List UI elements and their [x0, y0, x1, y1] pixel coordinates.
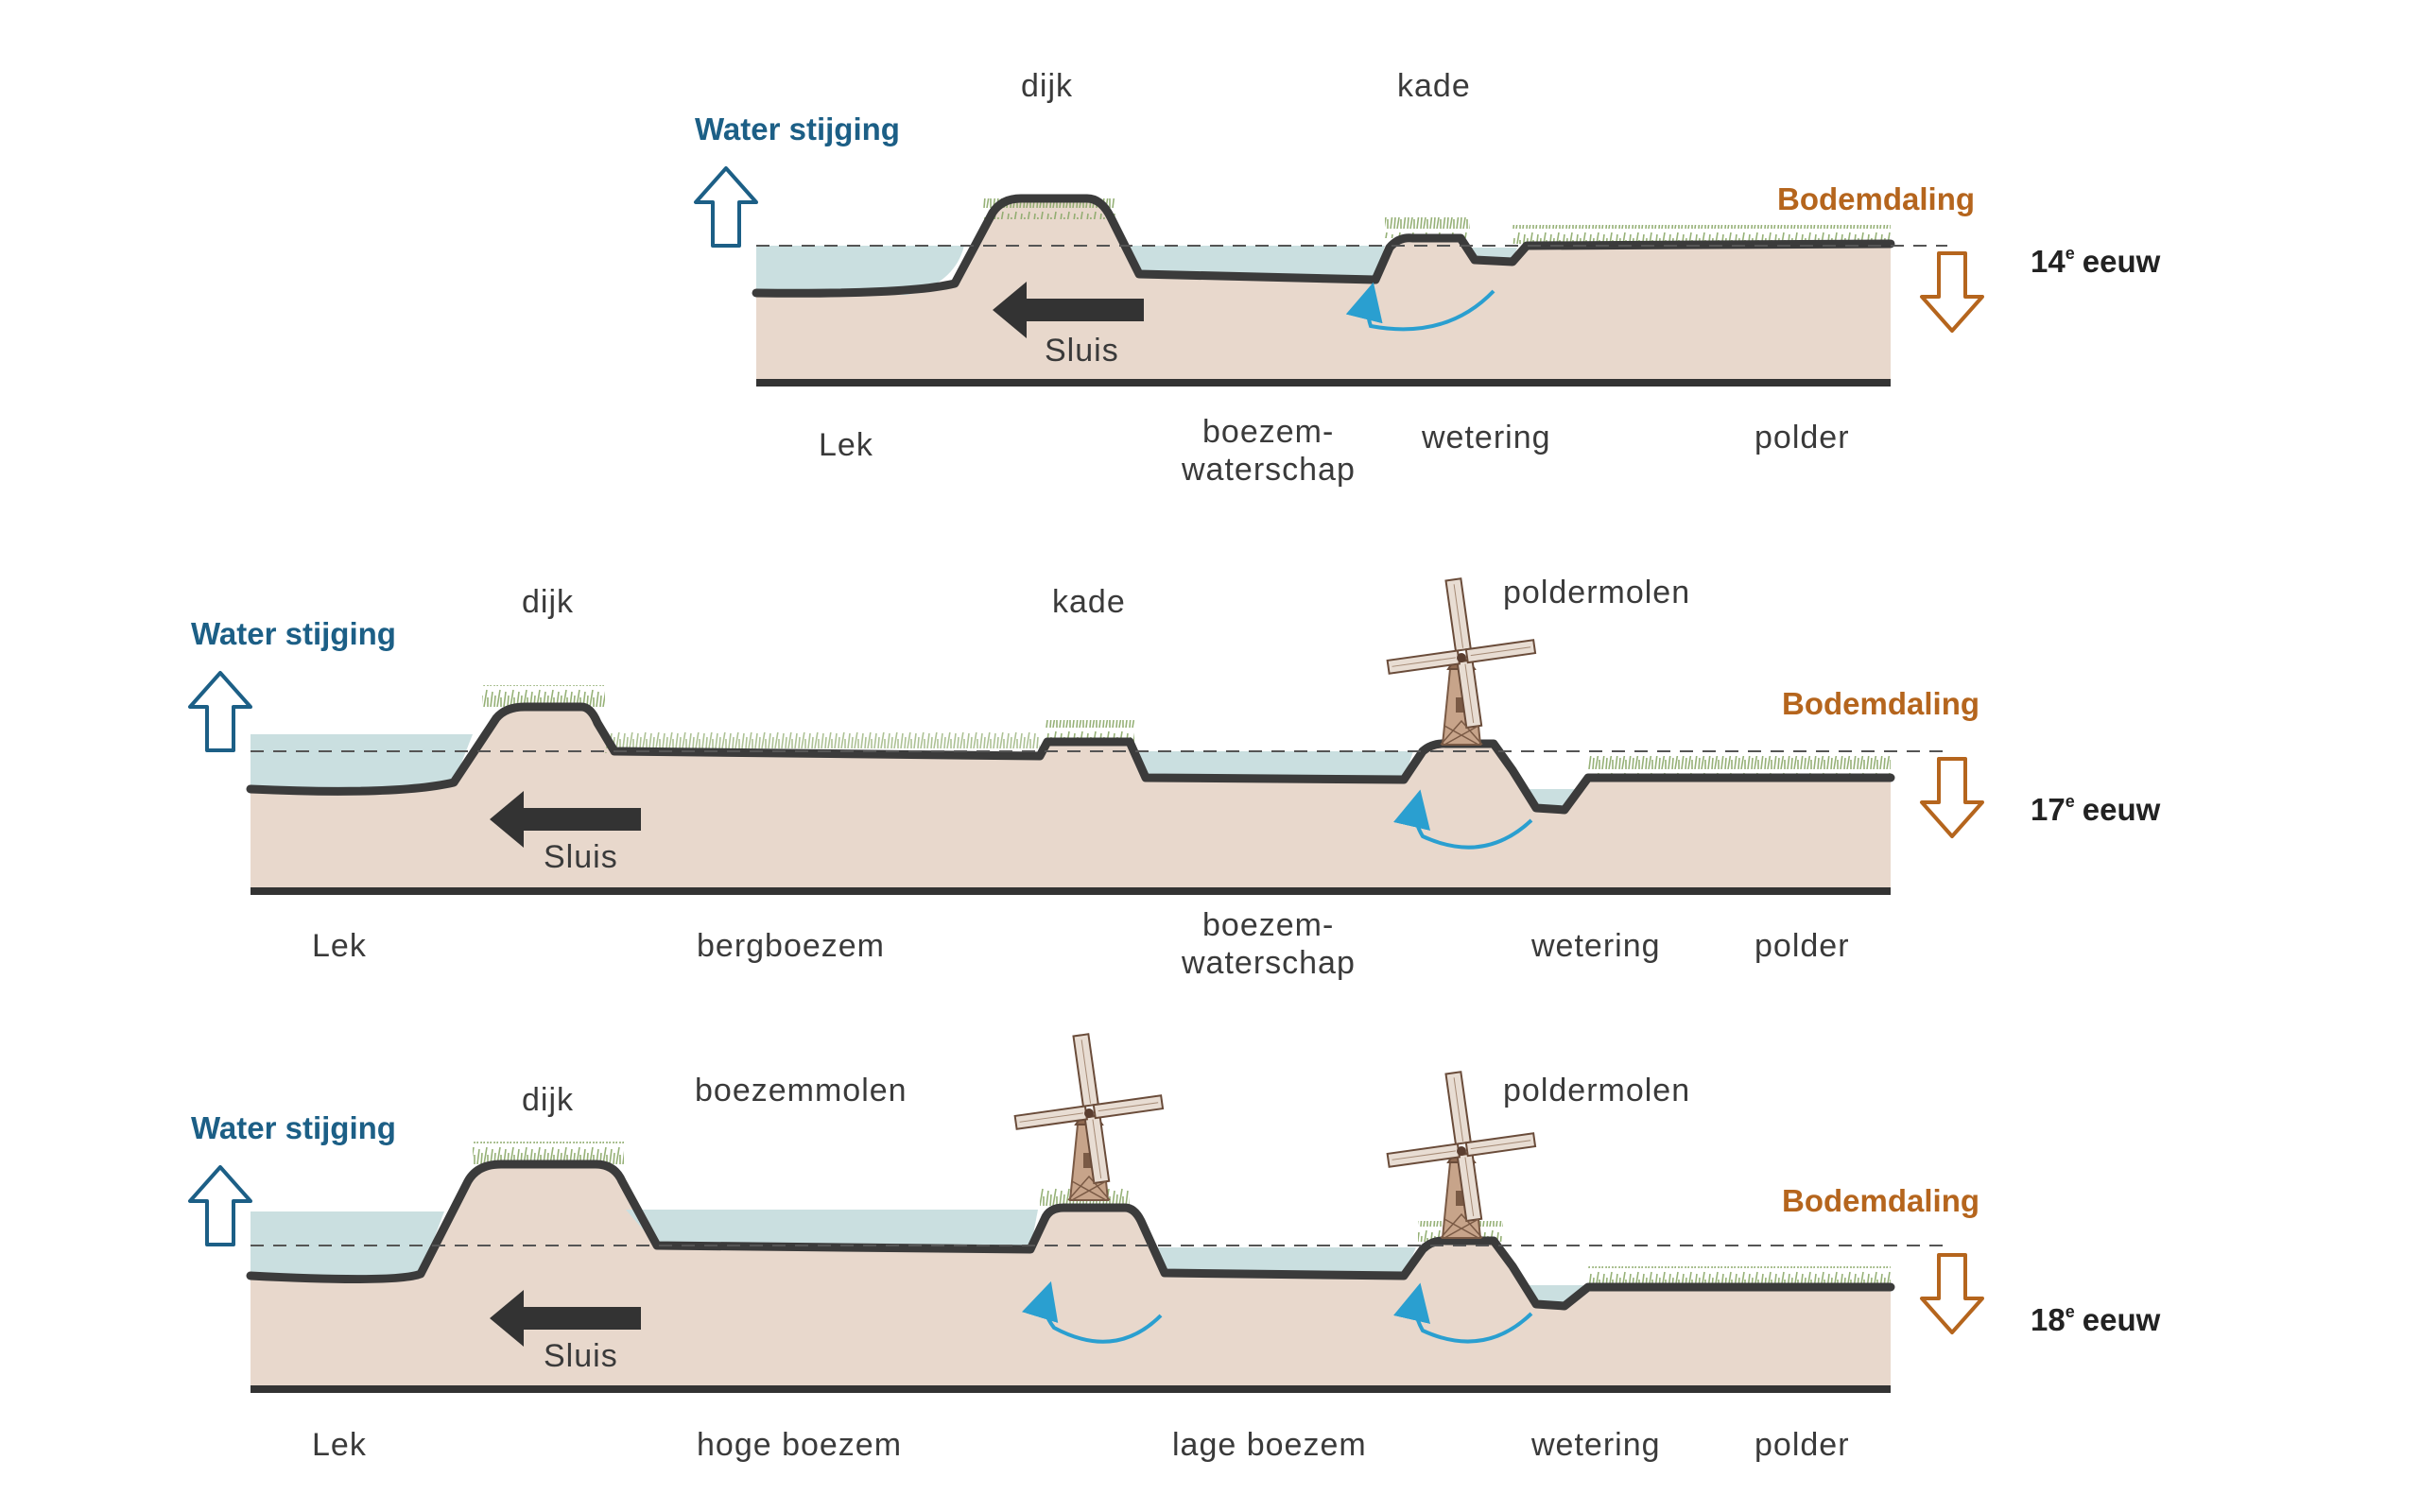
mill-label: poldermolen: [1503, 575, 1690, 610]
water-boezem: [1139, 751, 1413, 780]
zone-lek: Lek: [312, 928, 367, 964]
water-rise-arrow-icon: [694, 166, 758, 248]
water-hoge-boezem: [626, 1210, 1038, 1249]
flow-arrow-icon: [1393, 1282, 1533, 1344]
subsidence-arrow-icon: [1920, 251, 1984, 333]
land-profile: [251, 1164, 1891, 1389]
water-lage-boezem: [1153, 1247, 1416, 1276]
flow-arrow-icon: [1022, 1280, 1163, 1344]
land-profile: [756, 198, 1891, 383]
dyke-label: dijk: [1021, 68, 1073, 104]
zone-boezem-line2: waterschap: [1181, 452, 1356, 488]
zone-polder: polder: [1754, 1427, 1850, 1463]
zone-lage-boezem: lage boezem: [1172, 1427, 1367, 1463]
zone-boezem-line2: waterschap: [1181, 945, 1356, 981]
water-rise-arrow-icon: [188, 671, 252, 752]
water-lek: [251, 734, 473, 792]
flow-arrow-icon: [1345, 282, 1495, 332]
water-rise-label: Water stijging: [695, 112, 900, 146]
water-rise-label: Water stijging: [191, 616, 396, 651]
subsidence-arrow-icon: [1920, 1253, 1984, 1334]
flow-arrow-icon: [1393, 789, 1533, 850]
zone-wetering: wetering: [1530, 928, 1661, 964]
zone-bergboezem: bergboezem: [697, 928, 885, 964]
bosom-windmill-icon: [1008, 1029, 1169, 1201]
subsidence-label: Bodemdaling: [1782, 1183, 1979, 1218]
panel-14th-century: Sluis dijk kade Water stijging Bodemdali…: [694, 68, 2161, 488]
sluice-label: Sluis: [544, 1338, 618, 1374]
quay-label: kade: [1397, 68, 1471, 104]
subsidence-label: Bodemdaling: [1782, 686, 1979, 721]
mill-2-label: poldermolen: [1503, 1073, 1690, 1108]
sluice-label: Sluis: [1045, 333, 1119, 369]
mill-1-label: boezemmolen: [695, 1073, 908, 1108]
water-lek: [756, 246, 964, 295]
zone-boezem-line1: boezem-: [1202, 414, 1334, 450]
zone-hoge-boezem: hoge boezem: [697, 1427, 902, 1463]
quay-label: kade: [1052, 584, 1126, 620]
zone-lek: Lek: [312, 1427, 367, 1463]
dyke-label: dijk: [522, 1082, 574, 1118]
subsidence-arrow-icon: [1920, 757, 1984, 838]
sluice-label: Sluis: [544, 839, 618, 875]
zone-polder: polder: [1754, 420, 1850, 455]
panel-18th-century: Sluis dijk boezemmolen poldermolen Water…: [188, 1029, 2161, 1463]
zone-lek: Lek: [819, 427, 873, 463]
dyke-label: dijk: [522, 584, 574, 620]
zone-boezem-line1: boezem-: [1202, 907, 1334, 943]
zone-polder: polder: [1754, 928, 1850, 964]
zone-wetering: wetering: [1421, 420, 1551, 455]
water-rise-label: Water stijging: [191, 1110, 396, 1145]
panel-17th-century: Sluis dijk kade poldermolen Water stijgi…: [188, 574, 2161, 981]
water-rise-arrow-icon: [188, 1165, 252, 1246]
subsidence-label: Bodemdaling: [1777, 181, 1975, 216]
zone-wetering: wetering: [1530, 1427, 1661, 1463]
